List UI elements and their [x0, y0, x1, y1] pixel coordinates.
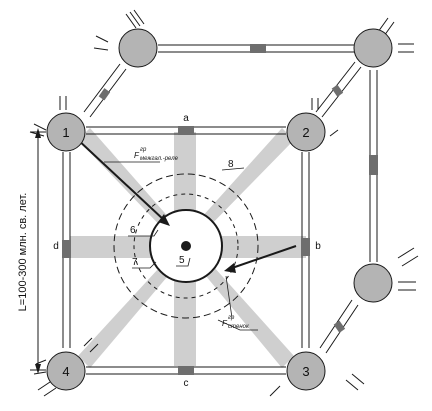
leader-6 [128, 229, 159, 237]
block-c [178, 366, 194, 375]
spoke-right [208, 236, 306, 258]
spoke-bottom [174, 260, 196, 366]
block-back-left [98, 88, 111, 101]
central-void [149, 209, 223, 283]
stub-marks [29, 9, 419, 397]
lower-force-sub: стенок [228, 324, 250, 330]
lower-force-main: F [222, 319, 228, 328]
distance-dimension [30, 128, 46, 374]
node-3 [286, 351, 326, 391]
leader-lower-force [217, 319, 258, 331]
node-3-label: 3 [302, 364, 309, 379]
block-d [62, 240, 71, 258]
inner-dashed-circle [133, 193, 239, 299]
block-a [178, 126, 194, 135]
block-back-right-upper [331, 84, 344, 97]
main-nodes [46, 112, 326, 391]
void-center-dot [181, 241, 191, 251]
back-node-right [353, 263, 393, 303]
back-node-top-left [118, 28, 158, 68]
spoke-left [70, 236, 166, 258]
spoke-to-node-2 [192, 128, 294, 236]
arrow-from-node-1-head [158, 214, 170, 226]
filament-blocks [62, 44, 378, 375]
block-b [301, 238, 310, 256]
leader-8 [221, 167, 245, 171]
label-7: 7 [132, 257, 138, 268]
node-4-label: 4 [62, 364, 69, 379]
label-6: 6 [130, 225, 136, 236]
node-4 [46, 351, 86, 391]
side-label-b: b [315, 241, 321, 252]
leader-7 [132, 261, 157, 269]
label-5: 5 [179, 255, 185, 266]
side-label-c: c [184, 378, 189, 389]
arrow-from-b-head [224, 263, 236, 273]
upper-force-sub: межгал.-реле [140, 156, 179, 162]
node-2-label: 2 [302, 125, 309, 140]
arrow-from-b-shaft [231, 245, 297, 269]
spoke-to-node-3 [196, 256, 294, 368]
node-2 [286, 112, 326, 152]
node-1-label: 1 [62, 125, 69, 140]
distance-label: L=100-300 млн. св. лет. [17, 193, 29, 312]
outer-dashed-circle [113, 173, 259, 319]
node-1 [46, 112, 86, 152]
leader-5 [176, 257, 191, 267]
dashed-circles [113, 173, 259, 319]
lower-force-label: F гр стенок [222, 315, 250, 330]
block-back-top [250, 44, 266, 53]
label-8: 8 [228, 159, 234, 170]
back-nodes [118, 28, 393, 303]
side-label-d: d [53, 241, 59, 252]
upper-force-main: F [134, 151, 140, 160]
lower-force-sup: гр [228, 315, 235, 321]
back-node-top-right [353, 28, 393, 68]
block-back-right [369, 155, 378, 175]
side-label-a: a [183, 113, 189, 124]
arrow-from-node-1-shaft [75, 137, 165, 221]
spoke-top [174, 132, 196, 230]
upper-force-sup: гр [140, 147, 147, 153]
block-back-lower [333, 320, 346, 333]
spoke-to-node-4 [78, 256, 178, 368]
upper-force-label: F гр межгал.-реле [134, 147, 179, 162]
force-arrows [75, 137, 297, 273]
leader-lines [104, 161, 258, 331]
leader-lower-force-tail [225, 275, 233, 319]
